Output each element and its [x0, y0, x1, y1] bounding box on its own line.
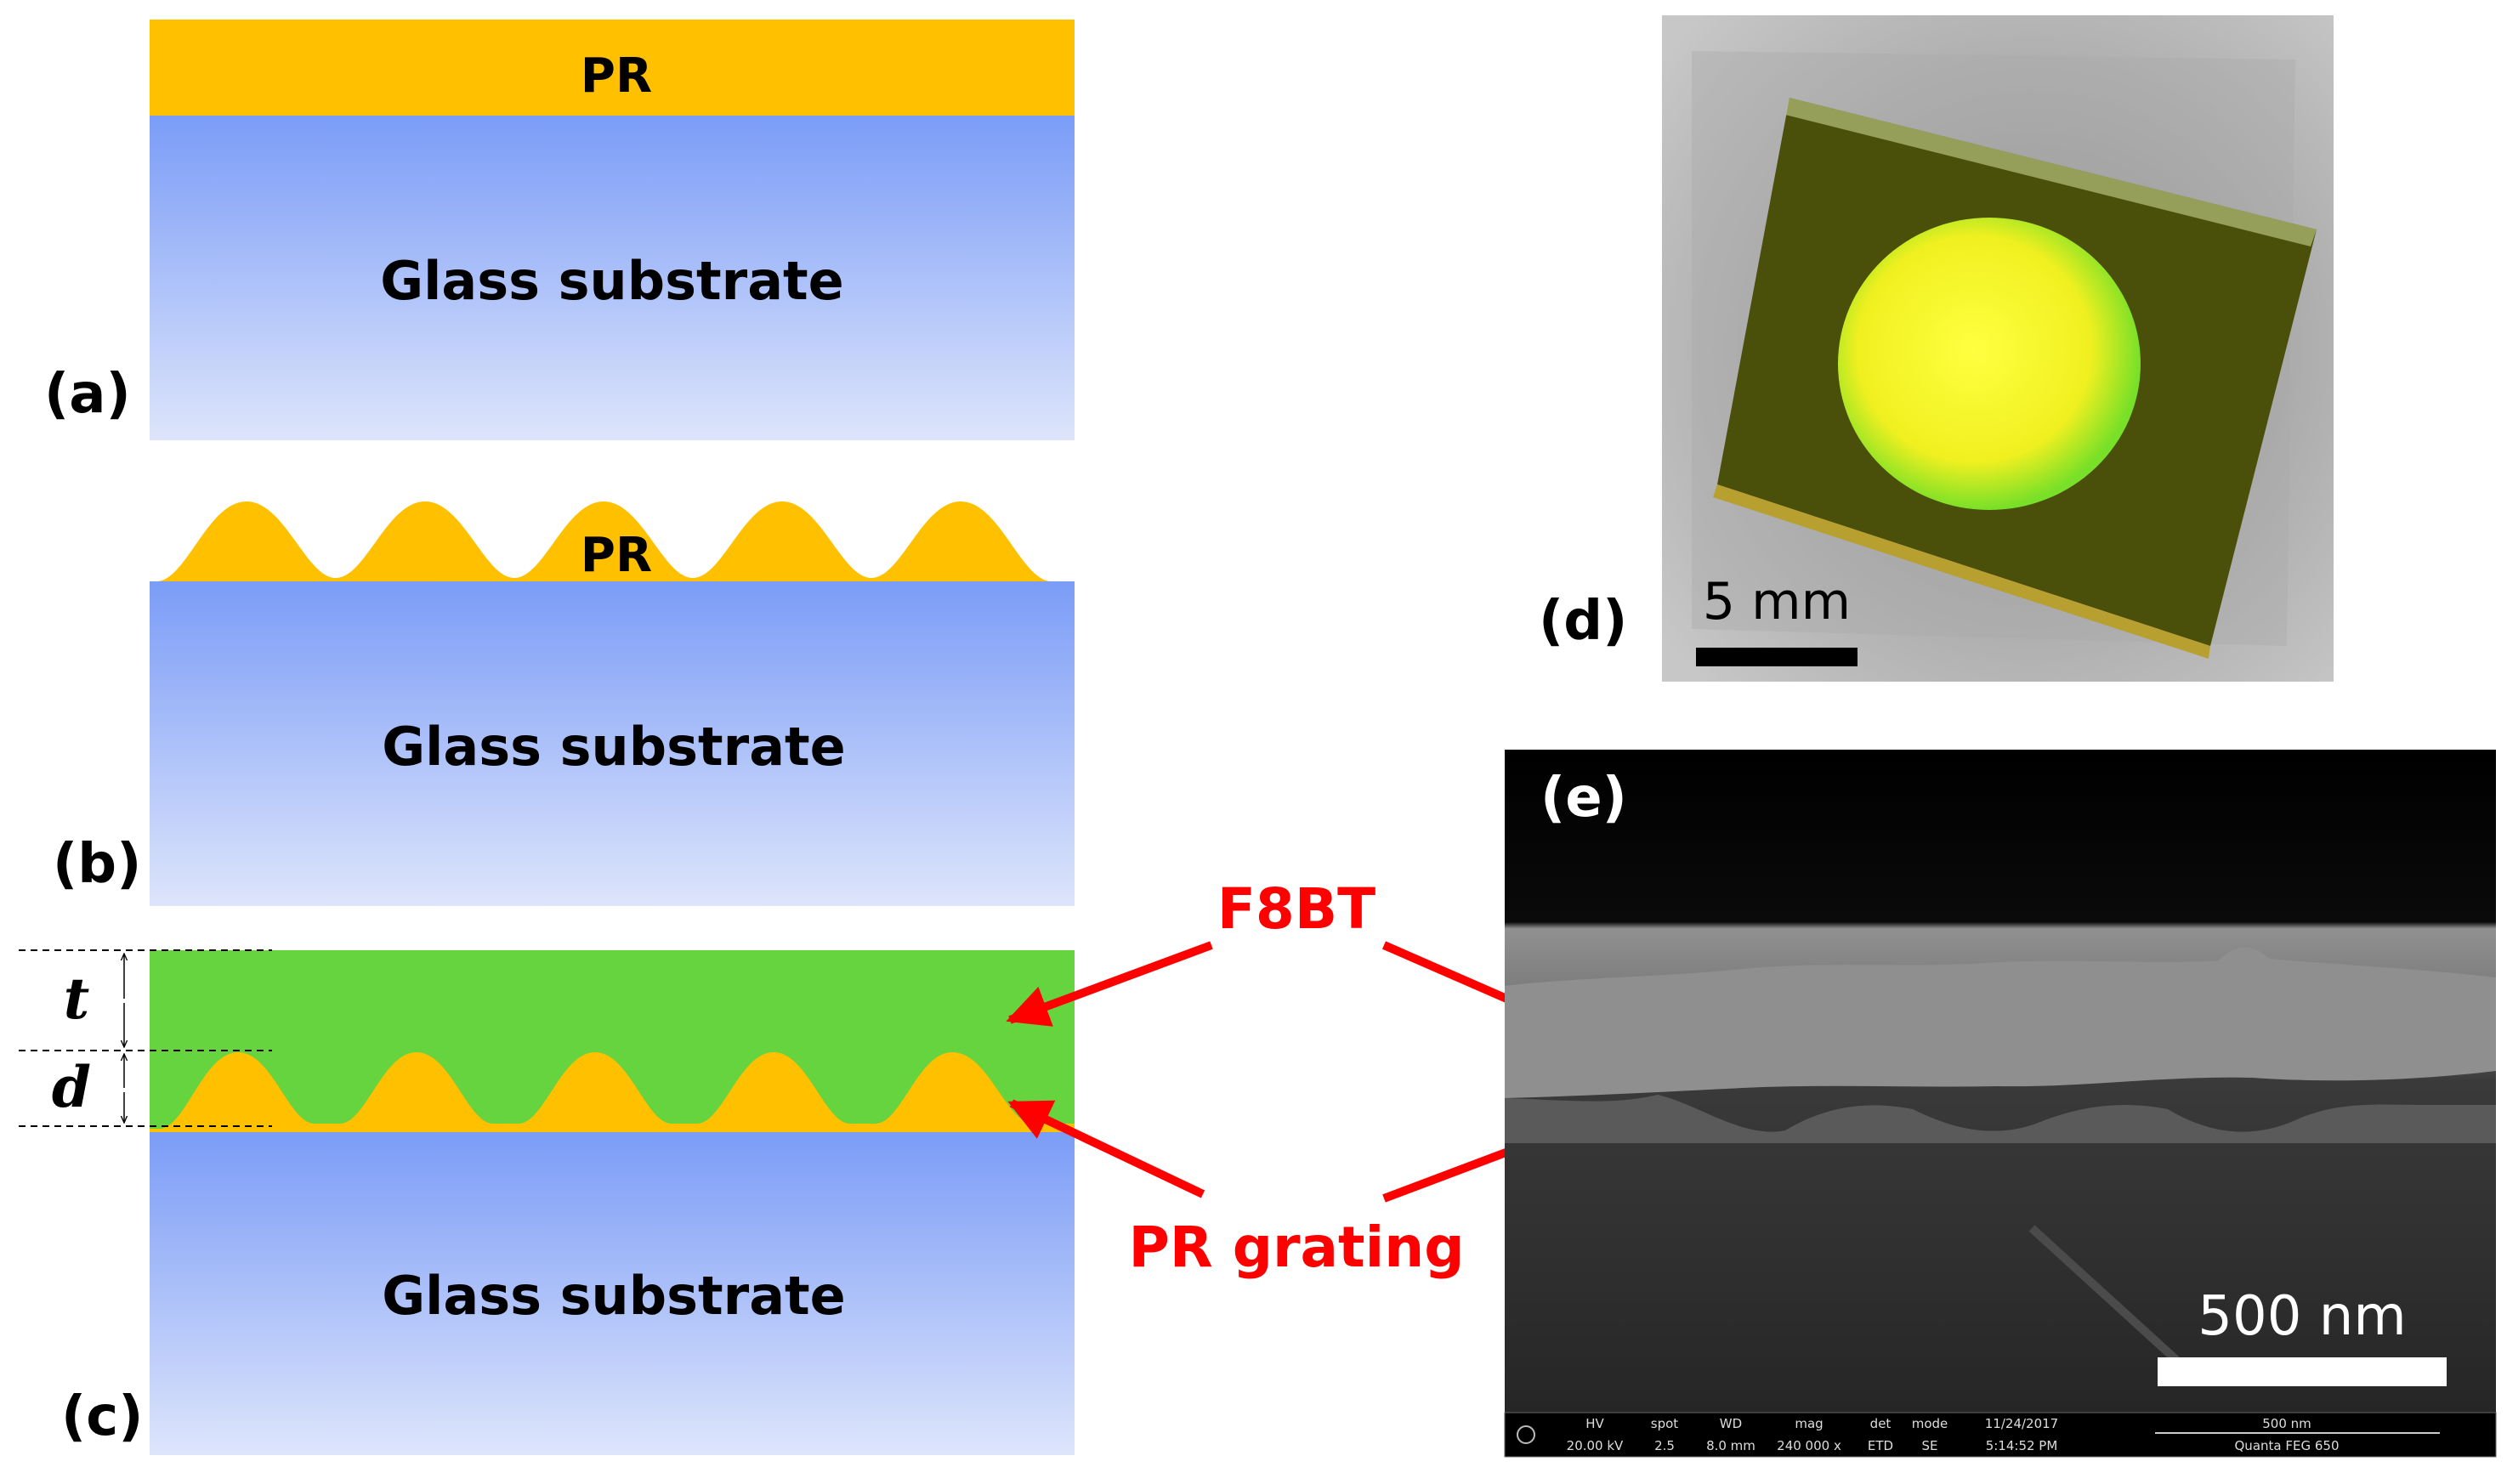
info-header-hv: HV: [1585, 1416, 1604, 1431]
arrow-pr-left: [1007, 1099, 1205, 1198]
panel-label-b: (b): [53, 833, 141, 896]
dim-label-t: t: [64, 966, 90, 1032]
panel-b: PR Glass substrate (b): [53, 501, 1075, 906]
pr-label-a: PR: [581, 48, 652, 104]
panel-label-c: (c): [61, 1385, 143, 1448]
scale-bar-d: [1696, 648, 1858, 666]
pr-layer-a: [150, 20, 1075, 116]
pr-grating-c: [150, 1052, 1075, 1135]
panel-a: PR Glass substrate (a): [44, 20, 1075, 440]
info-value-time: 5:14:52 PM: [1986, 1438, 2058, 1453]
emission-spot: [1838, 218, 2141, 510]
info-value-hv: 20.00 kV: [1567, 1438, 1624, 1453]
panel-label-e: (e): [1540, 767, 1627, 830]
scale-text-e: 500 nm: [2198, 1285, 2406, 1348]
annotations: F8BT PR grating: [1006, 876, 1602, 1280]
info-header-spot: spot: [1651, 1416, 1679, 1431]
fei-logo-icon: [1517, 1425, 1535, 1444]
info-value-wd: 8.0 mm: [1706, 1438, 1755, 1453]
scale-bar-e: [2158, 1357, 2447, 1386]
glass-substrate-b: [150, 581, 1075, 906]
sample-chip-edge: [1713, 484, 2210, 659]
info-header-scale: 500 nm: [2262, 1416, 2311, 1431]
sem-info-values: 20.00 kV 2.5 8.0 mm 240 000 x ETD SE 5:1…: [1567, 1438, 2340, 1453]
pr-grating-b: [150, 501, 1075, 586]
panel-label-a: (a): [44, 363, 131, 426]
sem-info-bar: [1504, 1412, 2497, 1458]
panel-c: Glass substrate (c) t d: [19, 949, 1075, 1455]
panel-d: 5 mm (d): [1539, 15, 2334, 682]
sample-chip-highlight: [1785, 98, 2317, 246]
info-value-mode: SE: [1922, 1438, 1938, 1453]
glass-substrate-a: [150, 116, 1075, 440]
sem-surface-layer: [1505, 947, 2496, 1098]
sem-grating-layer: [1505, 1095, 2496, 1143]
panel-e: 500 nm (e) HV spot WD mag det mode 11/24…: [1504, 750, 2497, 1458]
sem-crack: [2028, 1225, 2180, 1363]
glass-substrate-c: [150, 1132, 1075, 1455]
scale-text-d: 5 mm: [1703, 572, 1851, 632]
info-value-instrument: Quanta FEG 650: [2235, 1438, 2340, 1453]
info-value-spot: 2.5: [1654, 1438, 1675, 1453]
pr-grating-label: PR grating: [1129, 1215, 1465, 1280]
substrate-label-c: Glass substrate: [382, 1265, 845, 1327]
arrow-f8bt-left: [1006, 941, 1213, 1027]
info-header-date: 11/24/2017: [1985, 1416, 2058, 1431]
info-header-mode: mode: [1912, 1416, 1948, 1431]
substrate-label-a: Glass substrate: [380, 250, 843, 312]
info-value-mag: 240 000 x: [1777, 1438, 1841, 1453]
panel-label-d: (d): [1539, 590, 1627, 653]
info-value-det: ETD: [1868, 1438, 1893, 1453]
sem-info-headers: HV spot WD mag det mode 11/24/2017 500 n…: [1585, 1416, 2311, 1431]
info-header-mag: mag: [1795, 1416, 1823, 1431]
info-header-wd: WD: [1720, 1416, 1742, 1431]
pr-label-b: PR: [581, 528, 652, 583]
substrate-label-b: Glass substrate: [382, 716, 845, 778]
dim-label-d: d: [52, 1054, 91, 1120]
info-header-det: det: [1870, 1416, 1892, 1431]
f8bt-label: F8BT: [1217, 876, 1375, 942]
